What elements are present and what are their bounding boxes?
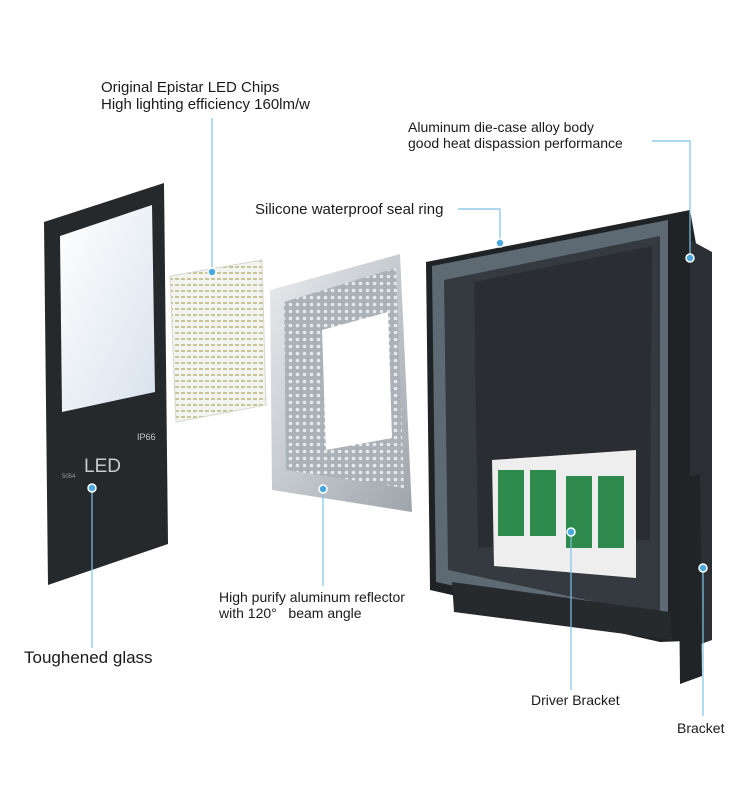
label-alloy-body-line1: Aluminum die-case alloy body (408, 119, 594, 135)
label-toughened-glass-text: Toughened glass (24, 648, 153, 667)
panel-rating-text: IP66 (137, 432, 156, 442)
panel-model-text: 5054 (62, 474, 76, 480)
label-seal-ring: Silicone waterproof seal ring (255, 201, 443, 218)
driver-bracket (492, 450, 636, 578)
callout-dots (87, 238, 708, 573)
panel-brand-text: LED (84, 456, 121, 477)
label-alloy-body: Aluminum die-case alloy body good heat d… (408, 119, 623, 151)
label-reflector-line2: with 120° beam angle (219, 605, 362, 622)
housing (426, 210, 712, 684)
driver-board-3 (566, 476, 592, 548)
driver-board-4 (598, 476, 624, 548)
label-seal-ring-text: Silicone waterproof seal ring (255, 201, 444, 218)
callout-lines (91, 118, 704, 716)
label-reflector-line1: High purify aluminum reflector (219, 589, 405, 605)
label-bracket: Bracket (677, 720, 724, 736)
label-led-chips-line2: High lighting efficiency 160lm/w (101, 96, 310, 114)
callout-line-alloy-body (652, 140, 691, 255)
driver-board-1 (498, 470, 524, 536)
label-led-chips: Original Epistar LED Chips High lighting… (101, 79, 310, 114)
label-reflector: High purify aluminum reflector with 120°… (219, 589, 405, 621)
label-alloy-body-line2: good heat dispassion performance (408, 135, 623, 152)
reflector (270, 254, 412, 512)
label-driver-bracket: Driver Bracket (531, 692, 620, 708)
led-board (169, 259, 267, 423)
callout-line-seal-ring (458, 208, 501, 240)
driver-board-2 (530, 470, 556, 536)
label-bracket-text: Bracket (677, 720, 725, 736)
label-toughened-glass: Toughened glass (24, 648, 153, 668)
label-led-chips-line1: Original Epistar LED Chips (101, 79, 280, 96)
glass-panel: LED IP66 5054 (44, 183, 168, 585)
label-driver-bracket-text: Driver Bracket (531, 692, 620, 708)
